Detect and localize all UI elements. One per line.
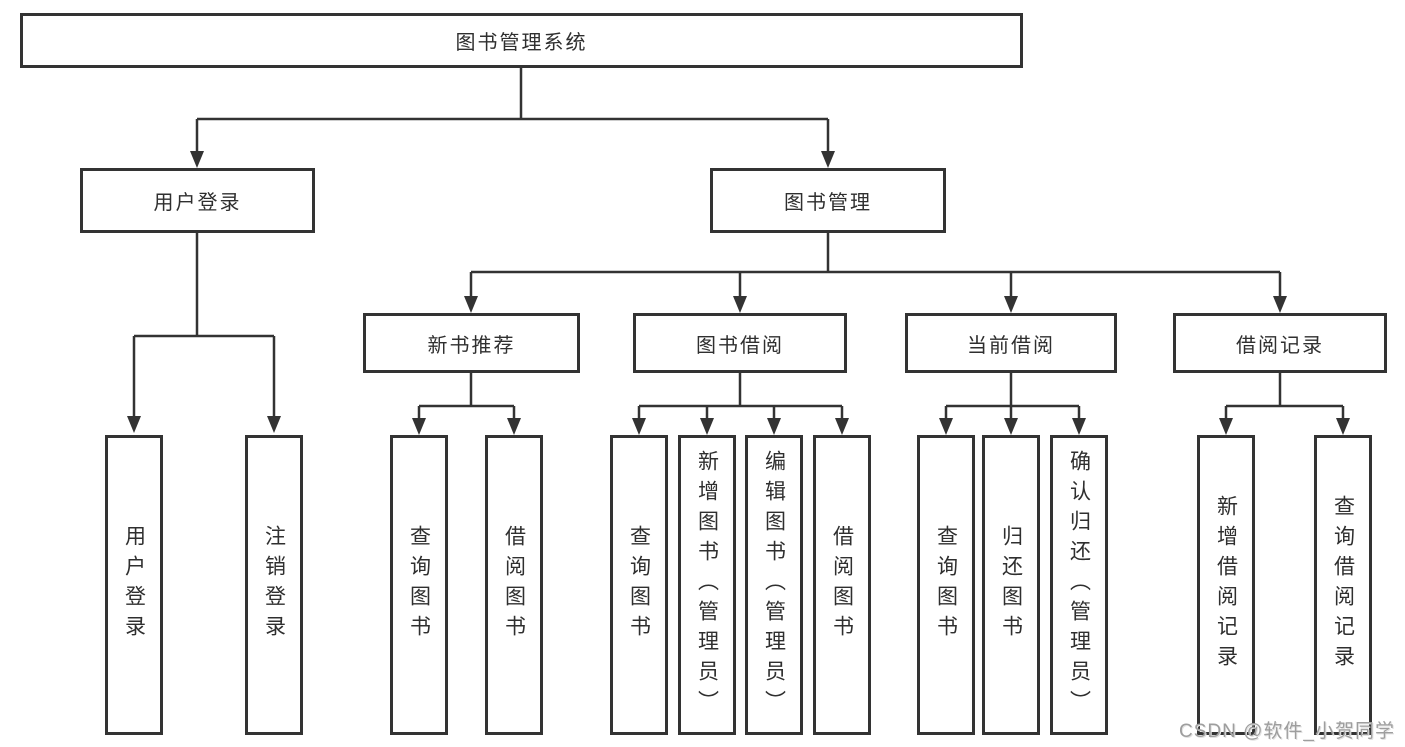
leaf-add-books-admin: 新增图书（管理员） [678, 435, 736, 735]
node-borrow-records: 借阅记录 [1173, 313, 1387, 373]
node-root: 图书管理系统 [20, 13, 1023, 68]
leaf-borrow-books-1: 借阅图书 [485, 435, 543, 735]
node-book-borrowing: 图书借阅 [633, 313, 847, 373]
node-root-label: 图书管理系统 [455, 32, 588, 54]
node-book-management-label: 图书管理 [784, 192, 872, 214]
leaf-borrow-books-2: 借阅图书 [813, 435, 871, 735]
node-user-login-label: 用户登录 [153, 192, 242, 214]
leaf-query-borrow-record: 查询借阅记录 [1314, 435, 1372, 735]
node-current-borrowing-label: 当前借阅 [967, 334, 1055, 357]
leaf-query-books-3-label: 查询图书 [934, 525, 958, 645]
leaf-query-books-2-label: 查询图书 [627, 525, 651, 645]
leaf-confirm-return-admin: 确认归还（管理员） [1050, 435, 1108, 735]
leaf-return-books-label: 归还图书 [999, 525, 1023, 645]
leaf-edit-books-admin: 编辑图书（管理员） [745, 435, 803, 735]
node-borrow-records-label: 借阅记录 [1236, 334, 1324, 357]
node-user-login: 用户登录 [80, 168, 315, 233]
leaf-add-borrow-record: 新增借阅记录 [1197, 435, 1255, 735]
node-new-book-recommend-label: 新书推荐 [427, 334, 516, 357]
leaf-borrow-books-1-label: 借阅图书 [502, 525, 526, 645]
leaf-logout-label: 注销登录 [262, 525, 286, 645]
leaf-query-borrow-record-label: 查询借阅记录 [1331, 495, 1355, 675]
leaf-query-books-1-label: 查询图书 [407, 525, 431, 645]
leaf-user-login-label: 用户登录 [122, 525, 146, 645]
leaf-add-books-admin-label: 新增图书（管理员） [695, 450, 719, 720]
leaf-logout: 注销登录 [245, 435, 303, 735]
watermark: CSDN @软件_小贺同学 [1179, 721, 1395, 742]
leaf-confirm-return-admin-label: 确认归还（管理员） [1067, 450, 1091, 720]
node-current-borrowing: 当前借阅 [905, 313, 1117, 373]
leaf-query-books-3: 查询图书 [917, 435, 975, 735]
leaf-edit-books-admin-label: 编辑图书（管理员） [762, 450, 786, 720]
node-book-management: 图书管理 [710, 168, 946, 233]
leaf-return-books: 归还图书 [982, 435, 1040, 735]
leaf-user-login: 用户登录 [105, 435, 163, 735]
leaf-add-borrow-record-label: 新增借阅记录 [1214, 495, 1238, 675]
leaf-query-books-2: 查询图书 [610, 435, 668, 735]
leaf-query-books-1: 查询图书 [390, 435, 448, 735]
node-book-borrowing-label: 图书借阅 [696, 334, 784, 357]
node-new-book-recommend: 新书推荐 [363, 313, 580, 373]
leaf-borrow-books-2-label: 借阅图书 [830, 525, 854, 645]
